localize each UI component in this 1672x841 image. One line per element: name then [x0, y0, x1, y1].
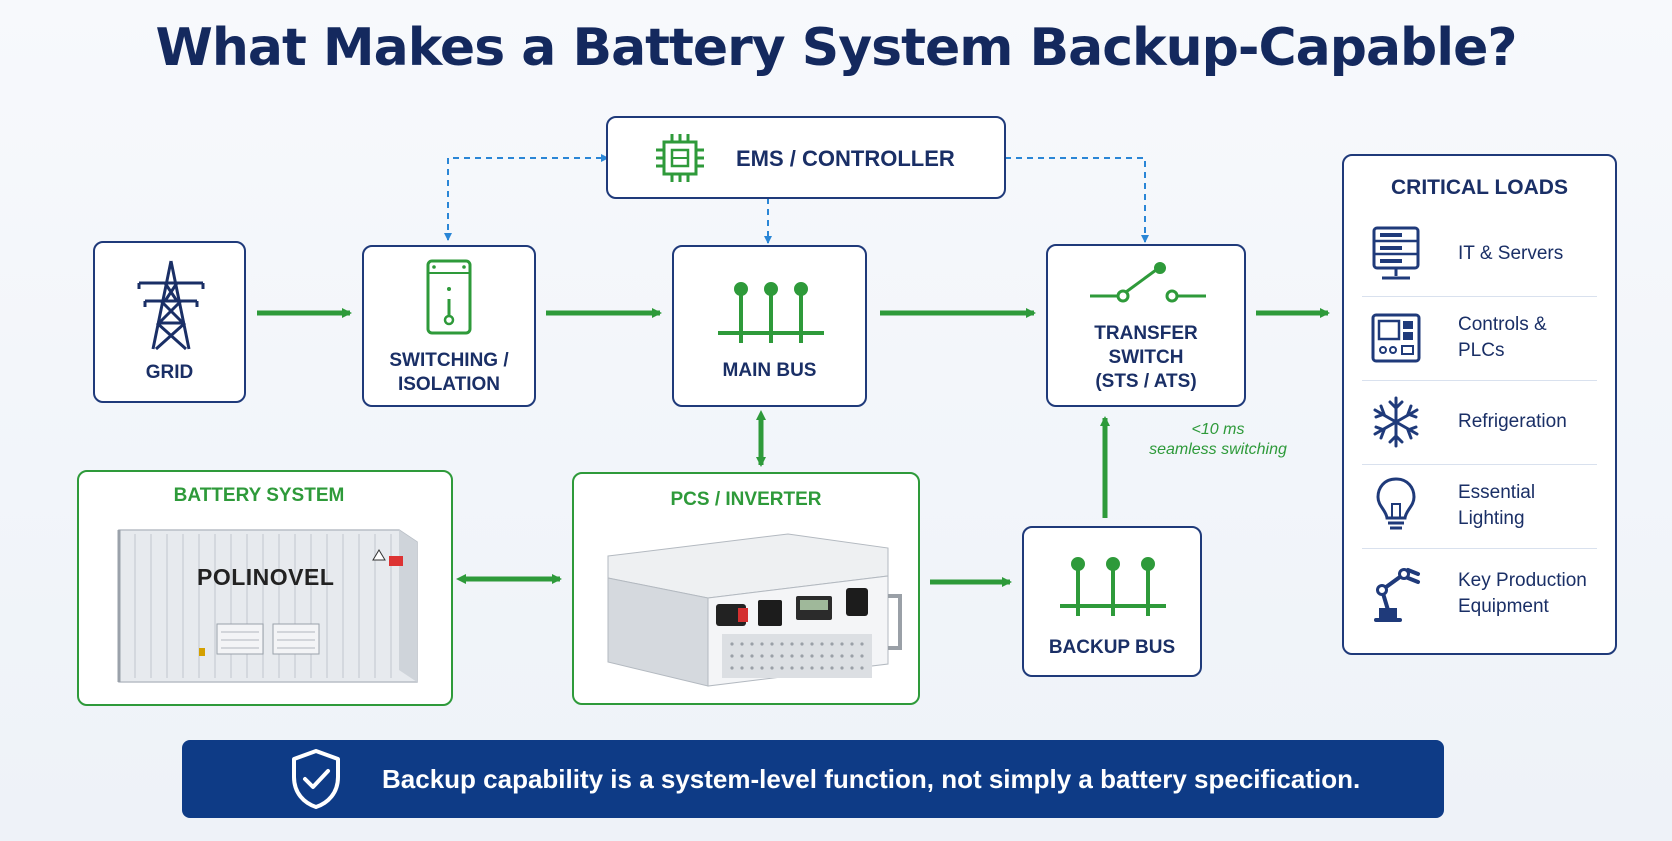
- grid-box: GRID: [93, 241, 246, 403]
- ems-controller-box: EMS / CONTROLLER: [606, 116, 1006, 199]
- page-title: What Makes a Battery System Backup-Capab…: [155, 18, 1517, 78]
- switching-isolation-box: SWITCHING / ISOLATION: [362, 245, 536, 407]
- backup-bus-bar-icon: [1060, 557, 1166, 616]
- switching-time-annotation: <10 ms seamless switching: [1118, 420, 1318, 460]
- lightbulb-icon: [1376, 477, 1416, 530]
- shield-check-icon: [292, 749, 340, 809]
- chip-icon: [656, 134, 704, 182]
- robot-arm-icon: [1374, 568, 1420, 622]
- ems-label: EMS / CONTROLLER: [736, 146, 955, 171]
- load-label-controls: Controls & PLCs: [1458, 314, 1547, 361]
- critical-loads-title: CRITICAL LOADS: [1391, 176, 1568, 199]
- bus-bar-icon: [718, 282, 824, 343]
- summary-banner: Backup capability is a system-level func…: [182, 740, 1444, 818]
- pcs-label: PCS / INVERTER: [670, 489, 822, 510]
- annotation-line1: <10 ms: [1191, 421, 1245, 438]
- battery-label: BATTERY SYSTEM: [173, 485, 345, 506]
- pcs-inverter-box: PCS / INVERTER: [572, 472, 920, 705]
- brand-logo: POLINOVEL: [197, 564, 335, 590]
- critical-loads-panel: CRITICAL LOADS IT & Servers: [1342, 154, 1617, 655]
- list-item: Refrigeration: [1362, 380, 1597, 465]
- load-label-refrigeration: Refrigeration: [1458, 411, 1567, 432]
- server-icon: [1372, 226, 1420, 280]
- main-bus-label: MAIN BUS: [722, 360, 817, 381]
- critical-loads-list: IT & Servers Controls & PLCs: [1344, 212, 1615, 643]
- transfer-switch-box: TRANSFER SWITCH (STS / ATS): [1046, 244, 1246, 407]
- load-label-it-servers: IT & Servers: [1458, 243, 1564, 264]
- switching-label-line2: ISOLATION: [397, 374, 501, 395]
- list-item: IT & Servers: [1362, 212, 1597, 297]
- transfer-label-line3: (STS / ATS): [1095, 371, 1197, 392]
- backup-bus-label: BACKUP BUS: [1048, 637, 1176, 658]
- grid-label: GRID: [145, 362, 194, 383]
- inverter-illustration: [607, 533, 902, 687]
- load-label-lighting: Essential Lighting: [1458, 482, 1536, 529]
- list-item: Key Production Equipment: [1362, 548, 1597, 640]
- transfer-switch-icon: [1090, 262, 1206, 303]
- ems-to-switching-link: [444, 154, 609, 241]
- banner-text: Backup capability is a system-level func…: [382, 764, 1361, 794]
- transmission-tower-icon: [137, 260, 205, 351]
- switching-label-line1: SWITCHING /: [389, 350, 509, 371]
- list-item: Controls & PLCs: [1362, 296, 1597, 381]
- ems-to-transfer-link: [998, 154, 1149, 243]
- load-label-production: Key Production Equipment: [1458, 570, 1587, 617]
- transfer-label-line2: SWITCH: [1108, 347, 1184, 368]
- transfer-label-line1: TRANSFER: [1094, 323, 1198, 344]
- annotation-line2: seamless switching: [1149, 441, 1287, 458]
- backup-bus-box: BACKUP BUS: [1022, 526, 1202, 677]
- plc-icon: [1371, 313, 1421, 363]
- list-item: Essential Lighting: [1362, 464, 1597, 549]
- battery-system-box: BATTERY SYSTEM POLINOVEL: [77, 470, 453, 706]
- snowflake-icon: [1373, 396, 1419, 448]
- main-bus-box: MAIN BUS: [672, 245, 867, 407]
- switch-panel-icon: [426, 259, 472, 335]
- battery-container-illustration: [117, 529, 418, 683]
